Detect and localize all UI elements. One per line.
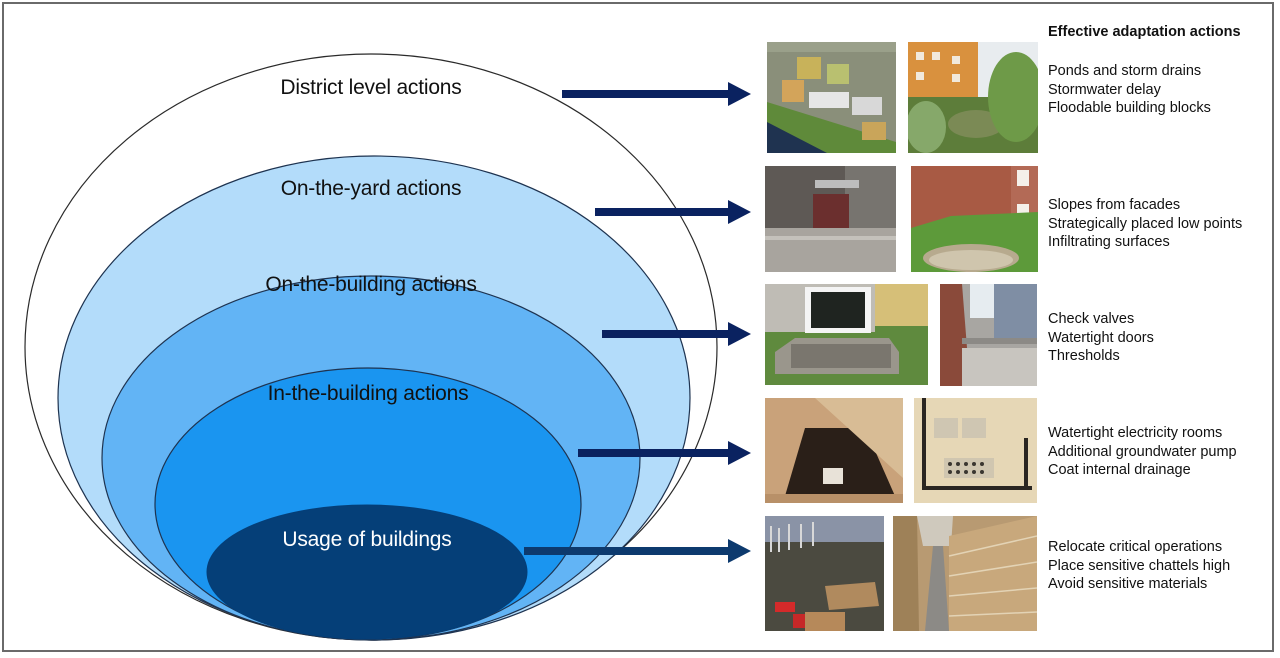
action-group-on-building: Check valves Watertight doors Thresholds <box>1048 310 1154 366</box>
basement-stairs-photo <box>940 284 1037 386</box>
floor-hatch-pump-photo <box>765 398 903 503</box>
action-item: Slopes from facades <box>1048 197 1181 213</box>
action-item: Strategically placed low points <box>1048 215 1243 232</box>
usage-of-buildings-ellipse <box>206 504 528 640</box>
action-item: Infiltrating surfaces <box>1048 234 1170 251</box>
action-item: Place sensitive chattels high <box>1048 557 1231 574</box>
action-item: Relocate critical operations <box>1048 539 1223 555</box>
paved-yard-entrance-photo <box>765 166 896 272</box>
action-item: Ponds and storm drains <box>1048 63 1202 79</box>
label-in-the-building: In-the-building actions <box>267 382 469 405</box>
action-item: Check valves <box>1048 311 1135 327</box>
lawn-low-point-photo <box>911 166 1038 272</box>
arrow-in-building <box>578 441 751 465</box>
action-group-yard: Slopes from facades Strategically placed… <box>1048 196 1242 252</box>
arrow-on-building <box>602 322 751 346</box>
action-group-district: Ponds and storm drains Stormwater delay … <box>1048 62 1211 118</box>
action-group-in-building: Watertight electricity rooms Additional … <box>1048 424 1237 480</box>
label-on-the-yard: On-the-yard actions <box>280 177 462 200</box>
basement-window-well-photo <box>765 284 928 385</box>
arrow-district <box>562 82 751 106</box>
label-usage-of-buildings: Usage of buildings <box>282 528 452 551</box>
arrow-usage <box>524 539 751 563</box>
label-on-the-building: On-the-building actions <box>265 273 477 296</box>
action-item: Thresholds <box>1048 348 1120 365</box>
flooded-room-photo <box>765 516 884 631</box>
actions-panel-title: Effective adaptation actions <box>1048 24 1241 40</box>
action-group-usage: Relocate critical operations Place sensi… <box>1048 538 1230 594</box>
pond-courtyard-photo <box>908 42 1038 153</box>
archive-corridor-photo <box>893 516 1037 631</box>
action-item: Stormwater delay <box>1048 81 1161 98</box>
action-item: Coat internal drainage <box>1048 462 1191 479</box>
action-item: Avoid sensitive materials <box>1048 576 1208 593</box>
action-item: Additional groundwater pump <box>1048 443 1237 460</box>
action-item: Watertight doors <box>1048 329 1154 346</box>
electrical-cabinet-photo <box>914 398 1037 503</box>
arrow-yard <box>595 200 751 224</box>
action-item: Floodable building blocks <box>1048 100 1211 117</box>
label-district-level: District level actions <box>280 76 462 99</box>
action-item: Watertight electricity rooms <box>1048 425 1223 441</box>
aerial-district-photo <box>767 42 896 153</box>
